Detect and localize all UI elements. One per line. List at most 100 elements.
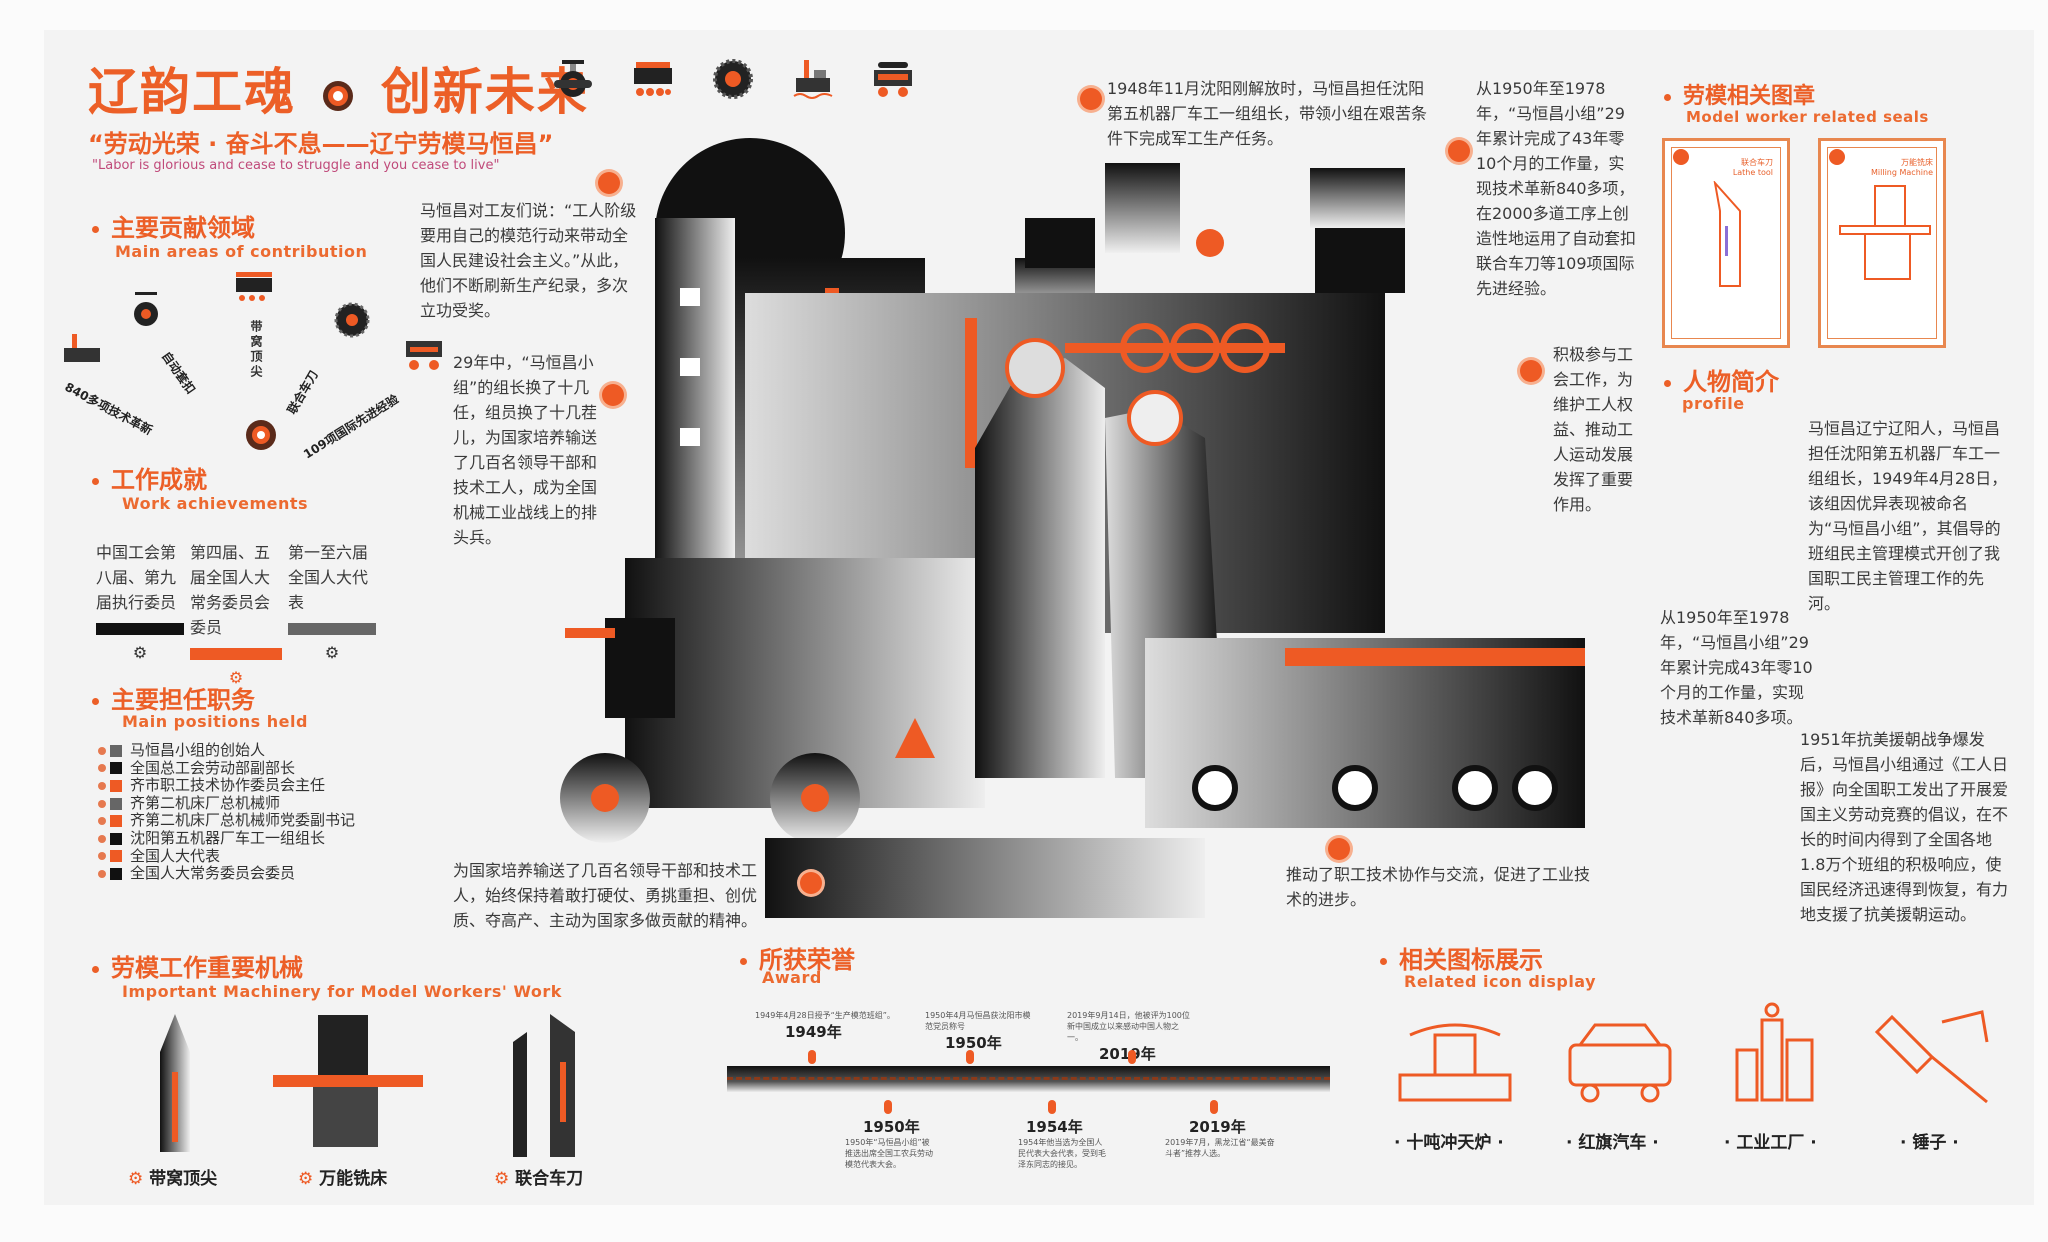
position-label: 齐市职工技术协作委员会主任: [130, 776, 326, 795]
story-union: 积极参与工会工作，为维护工人权益、推动工人运动发展发挥了重要作用。: [1553, 345, 1634, 514]
award-title-en: Award: [762, 968, 822, 987]
achievement-col: 中国工会第八届、第九届执行委员 ⚙: [96, 540, 184, 687]
positions-title: 主要担任职务: [92, 680, 255, 715]
achievement-text: 第四届、五届全国人大常务委员会委员: [190, 543, 271, 637]
milling-machine-icon: [273, 1015, 423, 1147]
position-label: 齐第二机床厂总机械师: [130, 793, 281, 812]
position-item: 齐第二机床厂总机械师: [98, 793, 355, 813]
title-left: 辽韵工魂: [88, 63, 296, 121]
position-item: 全国人大代表: [98, 846, 355, 866]
industrial-factory-icon: [1735, 1002, 1814, 1102]
achievement-text: 中国工会第八届、第九届执行委员: [96, 543, 177, 612]
position-label: 齐第二机床厂总机械师党委副书记: [130, 811, 356, 830]
machinery-item: ⚙ 联合车刀: [494, 1169, 584, 1189]
seals-title: 劳模相关图章: [1664, 78, 1815, 110]
hammer-icon: [1874, 1010, 1989, 1104]
icons-title-en: Related icon display: [1404, 972, 1597, 991]
callout-dot: [1328, 838, 1350, 860]
achievement-bar: [288, 623, 376, 635]
timeline-marker: [1210, 1100, 1218, 1114]
timeline-marker: [808, 1050, 816, 1064]
achievement-text: 第一至六届全国人大代表: [288, 543, 369, 612]
icons-title-text: 相关图标展示: [1399, 946, 1543, 974]
contribution-title-en: Main areas of contribution: [115, 242, 368, 261]
valve-icon: [554, 60, 592, 97]
achievements-columns: 中国工会第八届、第九届执行委员 ⚙ 第四届、五届全国人大常务委员会委员 ⚙ 第一至六…: [96, 540, 376, 687]
machinery-item: ⚙ 万能铣床: [298, 1169, 388, 1189]
award-title-text: 所获荣誉: [759, 946, 855, 974]
icon-label: · 红旗汽车 ·: [1566, 1133, 1659, 1153]
machinery-item: ⚙ 带窝顶尖: [128, 1169, 218, 1189]
timeline-marker: [884, 1100, 892, 1114]
position-item: 沈阳第五机器厂车工一组组长: [98, 828, 355, 848]
position-item: 齐市职工技术协作委员会主任: [98, 777, 355, 795]
lathe-tool-icon: [513, 1014, 575, 1157]
saw-blade-icon: [334, 302, 370, 338]
profile-title-text: 人物简介: [1683, 368, 1779, 396]
profile-title-en: profile: [1682, 394, 1745, 413]
position-label: 全国总工会劳动部副部长: [130, 758, 296, 777]
lathe-tool-icon: [1713, 181, 1741, 287]
achievement-col: 第四届、五届全国人大常务委员会委员 ⚙: [190, 540, 282, 687]
worker-left: [975, 358, 1105, 778]
position-label: 马恒昌小组的创始人: [130, 741, 266, 759]
profile-bio: 马恒昌辽宁辽阳人，马恒昌担任沈阳第五机器厂车工一组组长，1949年4月28日，该…: [1808, 419, 2008, 613]
ship-icon: [793, 60, 833, 99]
positions-title-text: 主要担任职务: [111, 686, 255, 714]
timeline-marker: [966, 1050, 974, 1064]
icon-label: · 锤子 ·: [1900, 1133, 1959, 1153]
gear-icon: ⚙: [132, 643, 148, 662]
cart-icon: [874, 62, 912, 97]
icon-label: · 工业工厂 ·: [1724, 1133, 1817, 1153]
achievement-col: 第一至六届全国人大代表 ⚙: [288, 540, 376, 687]
position-label: 全国人大代表: [130, 846, 221, 865]
profile-title: 人物简介: [1664, 362, 1779, 397]
positions-list: 马恒昌小组的创始人 全国总工会劳动部副部长 齐市职工技术协作委员会主任 齐第二机…: [98, 741, 356, 883]
fan-label-center: 带窝顶尖: [249, 320, 263, 380]
subtitle: “劳动光荣 · 奋斗不息——辽宁劳模马恒昌”: [88, 130, 554, 158]
position-label: 沈阳第五机器厂车工一组组长: [130, 828, 326, 847]
valve-icon: [134, 292, 158, 326]
position-item: 全国人大常务委员会委员: [98, 865, 355, 883]
icon-label: · 十吨冲天炉 ·: [1394, 1133, 1504, 1153]
fan-label-lathe-tool: 联合车刀: [284, 368, 321, 417]
achievement-bar: [96, 623, 184, 635]
cupola-furnace-icon: [1398, 1023, 1512, 1102]
contribution-title: 主要贡献领域: [92, 208, 255, 243]
callout-dot: [800, 872, 822, 894]
fan-label-auto-threading: 自动套扣: [158, 349, 198, 397]
poster-title: 辽韵工魂 创新未来: [88, 52, 589, 124]
story-1950-1978: 从1950年至1978年，“马恒昌小组”29年累计完成了43年零10个月的工作量…: [1476, 79, 1637, 298]
timeline-top-event: 2019年9月14日，他被评为100位新中国成立以来感动中国人物之一。2019年: [1067, 1011, 1190, 1063]
story-quote: 马恒昌对工友们说：“工人阶级要用自己的模范行动来带动全国人民建设社会主义。”从此…: [420, 201, 637, 320]
achievements-title: 工作成就: [92, 460, 207, 495]
hongqi-car-icon: [1568, 1023, 1672, 1103]
position-item: 马恒昌小组的创始人: [98, 741, 355, 760]
story-spirit: 为国家培养输送了几百名领导干部和技术工人，始终保持着敢打硬仗、勇挑重担、创优质、…: [453, 861, 758, 930]
contribution-title-text: 主要贡献领域: [111, 214, 255, 242]
story-1948: 1948年11月沈阳刚解放时，马恒昌担任沈阳第五机器厂车工一组组长，带领小组在艰…: [1107, 79, 1428, 148]
achievement-bar: [190, 648, 282, 660]
center-point-icon: [160, 1014, 190, 1152]
story-leaders: 29年中，“马恒昌小组”的组长换了十几任，组员换了十几茬儿，为国家培养输送了几百…: [453, 353, 598, 547]
timeline-top-event: 1949年4月28日授予“生产模范班组”。1949年: [755, 1011, 895, 1041]
position-label: 全国人大常务委员会委员: [130, 864, 296, 883]
seal-dot: [1829, 149, 1845, 165]
profile-work: 从1950年至1978年，“马恒昌小组”29年累计完成43年零10个月的工作量，…: [1660, 608, 1813, 727]
contribution-fan-diagram: 840多项技术革新 自动套扣 带窝顶尖 联合车刀 109项国际先进经验: [60, 270, 450, 462]
machinery-title: 劳模工作重要机械: [92, 948, 303, 983]
ship-icon: [64, 334, 100, 362]
cutter-icon: [236, 272, 272, 301]
callout-dot: [598, 172, 620, 194]
timeline-bar: [727, 1066, 1330, 1092]
gear-icon: ⚙: [228, 668, 244, 687]
position-item: 全国总工会劳动部副部长: [98, 758, 355, 778]
gear-icon: ⚙: [324, 643, 340, 662]
award-title: 所获荣誉: [740, 940, 855, 975]
gear-emblem-icon: [323, 80, 354, 111]
